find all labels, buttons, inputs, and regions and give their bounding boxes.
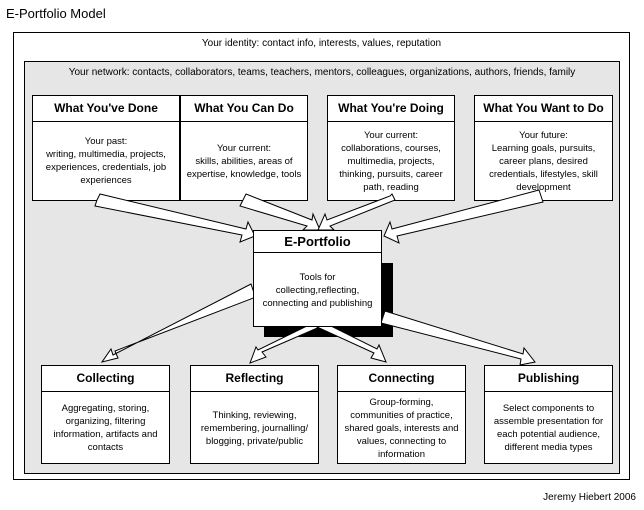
arrow-eportfolio-to-reflecting — [249, 321, 323, 364]
box-connecting: Connecting Group-forming, communities of… — [337, 365, 466, 464]
box-heading: Reflecting — [191, 366, 318, 392]
box-collecting: Collecting Aggregating, storing, organiz… — [41, 365, 170, 464]
arrow-eportfolio-to-publishing — [380, 310, 536, 366]
box-body: Your current: skills, abilities, areas o… — [186, 142, 302, 180]
box-heading: What You Want to Do — [475, 96, 612, 122]
box-body: Select components to assemble presentati… — [493, 403, 604, 453]
box-body: Tools for collecting,reflecting, connect… — [262, 271, 373, 309]
arrow-done-to-eportfolio — [94, 193, 256, 243]
box-heading: Connecting — [338, 366, 465, 392]
network-label: Your network: contacts, collaborators, t… — [68, 67, 576, 78]
box-what-you-can-do: What You Can Do Your current: skills, ab… — [180, 95, 308, 201]
diagram-title: E-Portfolio Model — [6, 6, 106, 21]
box-what-youre-doing: What You're Doing Your current: collabor… — [327, 95, 455, 201]
box-body: Thinking, reviewing, remembering, journa… — [200, 409, 309, 447]
box-body: Group-forming, communities of practice, … — [344, 396, 459, 460]
box-eportfolio: E-Portfolio Tools for collecting,reflect… — [253, 230, 382, 327]
box-what-you-want-to-do: What You Want to Do Your future: Learnin… — [474, 95, 613, 201]
arrow-eportfolio-to-collecting — [100, 283, 257, 363]
arrow-doing-to-eportfolio — [317, 193, 396, 231]
arrow-eportfolio-to-connecting — [316, 321, 387, 363]
box-reflecting: Reflecting Thinking, reviewing, remember… — [190, 365, 319, 464]
box-heading: What You've Done — [33, 96, 179, 122]
arrow-want-to-eportfolio — [383, 189, 544, 244]
box-heading: E-Portfolio — [254, 231, 381, 253]
box-body: Aggregating, storing, organizing, filter… — [53, 403, 158, 453]
box-heading: What You Can Do — [181, 96, 307, 122]
box-heading: Publishing — [485, 366, 612, 392]
box-body: Your future: Learning goals, pursuits, c… — [489, 129, 598, 193]
box-body: Your past: writing, multimedia, projects… — [45, 136, 167, 186]
box-heading: Collecting — [42, 366, 169, 392]
author-credit: Jeremy Hiebert 2006 — [543, 492, 636, 503]
box-publishing: Publishing Select components to assemble… — [484, 365, 613, 464]
box-body: Your current: collaborations, courses, m… — [339, 129, 443, 193]
box-heading: What You're Doing — [328, 96, 454, 122]
box-what-youve-done: What You've Done Your past: writing, mul… — [32, 95, 180, 201]
arrow-can-do-to-eportfolio — [239, 193, 321, 231]
identity-label: Your identity: contact info, interests, … — [201, 38, 442, 49]
